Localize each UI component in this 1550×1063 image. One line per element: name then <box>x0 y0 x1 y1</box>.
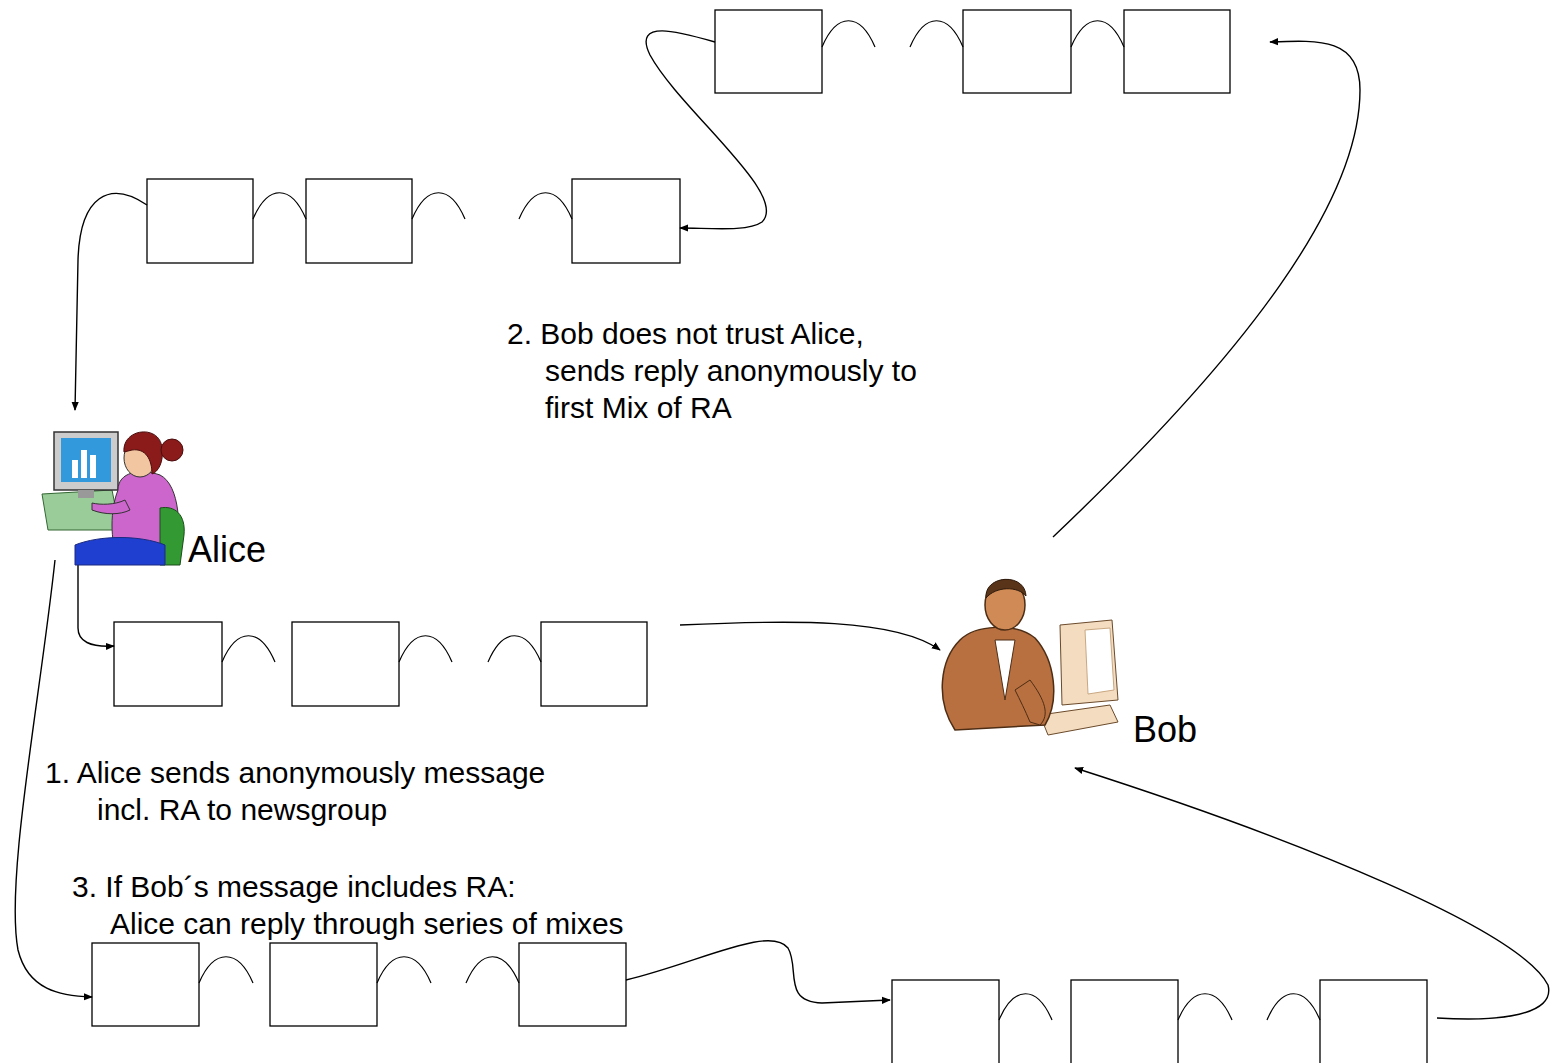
mix-box <box>306 179 412 263</box>
flow-arrow <box>78 563 114 646</box>
mix-box <box>1124 10 1230 93</box>
text-line: sends reply anonymously to <box>545 352 917 389</box>
arm <box>92 500 130 514</box>
mix-link <box>412 193 465 219</box>
monitor <box>54 432 118 490</box>
mix-box <box>519 943 626 1026</box>
mix-link <box>999 994 1052 1020</box>
flow-arrow <box>680 622 940 650</box>
mix-box <box>715 10 822 93</box>
flow-arrow <box>1053 41 1360 537</box>
mix-box <box>147 179 253 263</box>
text-line: first Mix of RA <box>545 389 917 426</box>
torso <box>942 627 1053 730</box>
hair-bun <box>161 439 183 461</box>
text-line: 3. If Bob´s message includes RA: <box>72 868 624 905</box>
mix-box <box>892 980 999 1063</box>
flow-arrow <box>646 31 766 229</box>
mix-box <box>572 179 680 263</box>
mix-box <box>541 622 647 706</box>
mix-link <box>1071 21 1124 47</box>
text-line: incl. RA to newsgroup <box>97 791 545 828</box>
hair <box>986 579 1026 598</box>
mix-link <box>910 21 963 47</box>
monitor-screen <box>1085 628 1114 694</box>
mix-link <box>519 193 572 219</box>
text-line: 1. Alice sends anonymously message <box>45 754 545 791</box>
arm <box>1015 680 1045 725</box>
mix-link <box>488 636 541 662</box>
mix-link <box>222 636 275 662</box>
chart-bar <box>90 455 96 478</box>
note-text: 3. If Bob´s message includes RA: Alice c… <box>72 868 624 942</box>
note-text: 1. Alice sends anonymously message incl.… <box>45 754 545 828</box>
mix-link <box>199 957 253 983</box>
text-line: Bob <box>1133 708 1197 751</box>
mix-box <box>963 10 1071 93</box>
mix-link <box>466 957 519 983</box>
shirt <box>995 640 1015 700</box>
skirt <box>75 538 165 566</box>
mix-link <box>377 957 431 983</box>
chart-bar <box>72 460 78 478</box>
bob-figure <box>942 579 1118 735</box>
mix-box <box>270 943 377 1026</box>
flow-arrow <box>1075 768 1549 1019</box>
actor-label: Bob <box>1133 708 1197 751</box>
mix-link <box>1178 994 1232 1020</box>
hair <box>124 432 162 474</box>
head <box>985 580 1025 630</box>
text-line: Alice <box>188 528 266 571</box>
text-line: Alice can reply through series of mixes <box>110 905 624 942</box>
mix-link <box>822 21 875 47</box>
note-text: 2. Bob does not trust Alice, sends reply… <box>507 315 917 426</box>
monitor-stand <box>78 490 94 498</box>
mix-box <box>292 622 399 706</box>
mix-link <box>253 193 306 219</box>
monitor-screen <box>61 438 111 482</box>
mix-box <box>114 622 222 706</box>
actor-label: Alice <box>188 528 266 571</box>
flow-arrow <box>626 941 890 1003</box>
chart-bar <box>81 450 87 478</box>
flow-arrow <box>75 194 147 410</box>
text-line: 2. Bob does not trust Alice, <box>507 315 917 352</box>
monitor <box>1060 620 1118 705</box>
mix-box <box>1071 980 1178 1063</box>
mix-link <box>1267 994 1320 1020</box>
mix-link <box>399 636 452 662</box>
alice-figure <box>42 432 184 565</box>
mix-box <box>92 943 199 1026</box>
mix-box <box>1320 980 1427 1063</box>
